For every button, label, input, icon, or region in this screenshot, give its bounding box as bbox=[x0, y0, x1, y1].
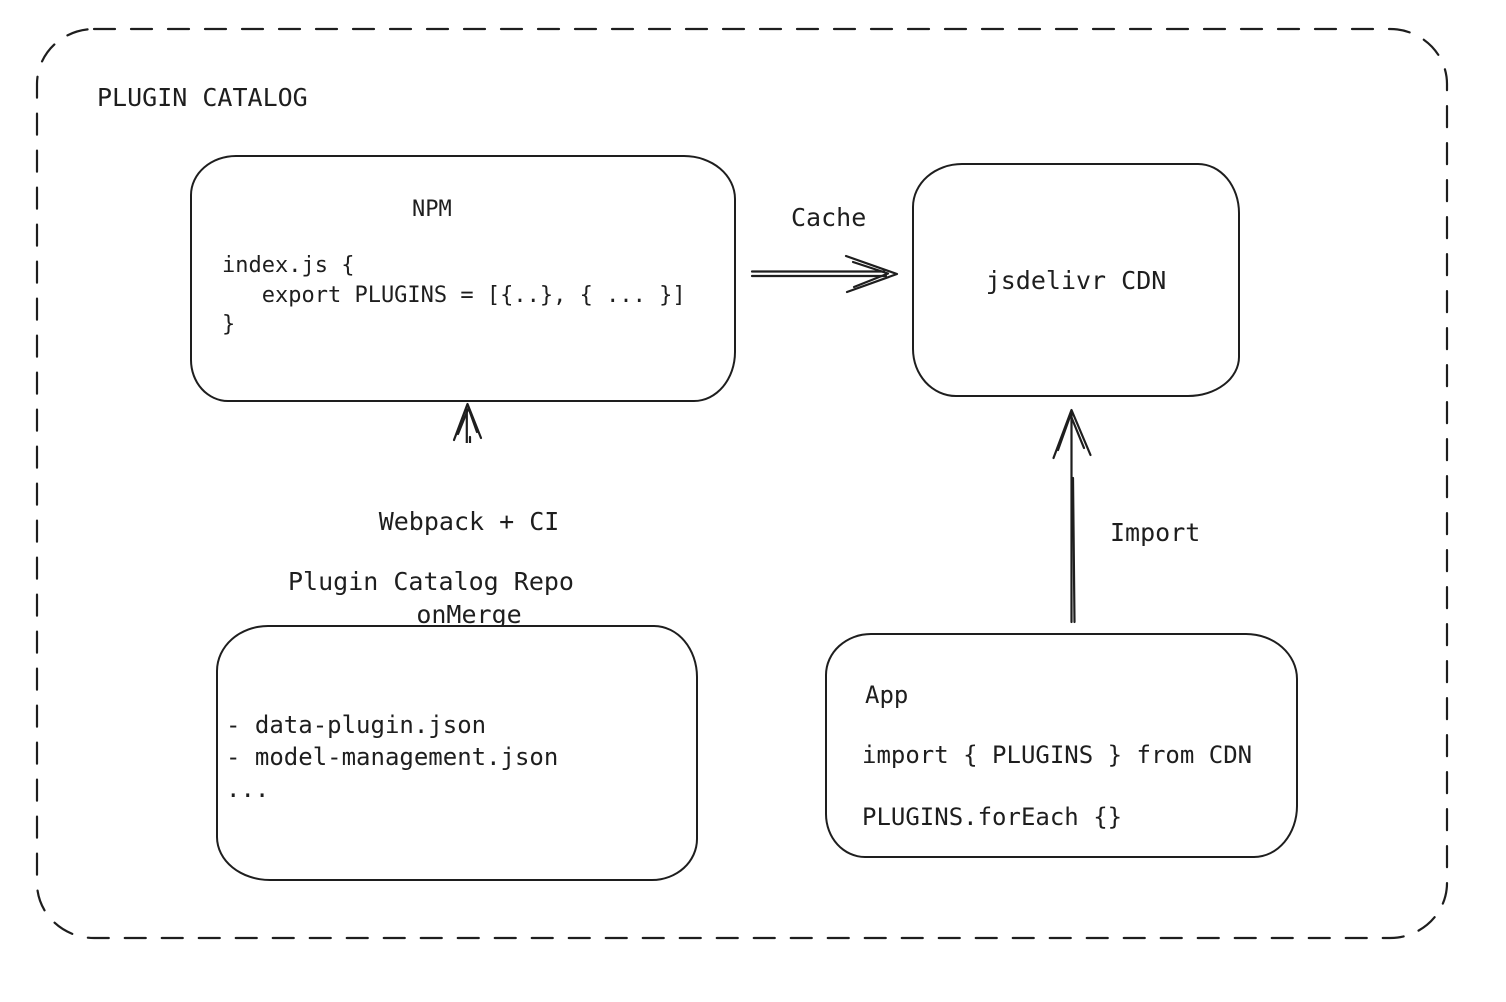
jsdelivr-cdn-node: jsdelivr CDN bbox=[912, 163, 1240, 397]
npm-code-line: index.js { bbox=[222, 253, 355, 278]
app-node-title: App bbox=[865, 681, 909, 709]
app-code-line: import { PLUGINS } from CDN bbox=[862, 741, 1253, 769]
merge-arrow-label-line2: onMerge bbox=[416, 600, 522, 629]
npm-code-block: index.js { export PLUGINS = [{..}, { ...… bbox=[222, 251, 686, 340]
npm-node: NPM index.js { export PLUGINS = [{..}, {… bbox=[190, 155, 736, 402]
diagram-title: PLUGIN CATALOG bbox=[97, 83, 308, 112]
repo-file-list: - data-plugin.json - model-management.js… bbox=[226, 709, 558, 805]
jsdelivr-cdn-label: jsdelivr CDN bbox=[985, 265, 1167, 295]
npm-code-line: export PLUGINS = [{..}, { ... }] bbox=[222, 282, 686, 308]
import-arrow bbox=[1052, 408, 1092, 624]
repo-node-heading: Plugin Catalog Repo bbox=[288, 567, 574, 596]
import-arrow-label: Import bbox=[1110, 518, 1201, 547]
npm-code-line: } bbox=[222, 312, 236, 337]
app-code-line: PLUGINS.forEach {} bbox=[862, 803, 1123, 831]
merge-arrow-label-line1: Webpack + CI bbox=[378, 507, 560, 536]
repo-file-item: ... bbox=[226, 775, 270, 803]
cache-arrow-label: Cache bbox=[791, 203, 867, 232]
npm-node-title: NPM bbox=[412, 197, 452, 222]
repo-file-item: - model-management.json bbox=[226, 743, 559, 771]
cache-arrow bbox=[750, 254, 899, 294]
app-node: App import { PLUGINS } from CDN PLUGINS.… bbox=[825, 633, 1298, 858]
repo-file-item: - data-plugin.json bbox=[226, 711, 487, 739]
plugin-catalog-repo-node: - data-plugin.json - model-management.js… bbox=[216, 625, 698, 881]
